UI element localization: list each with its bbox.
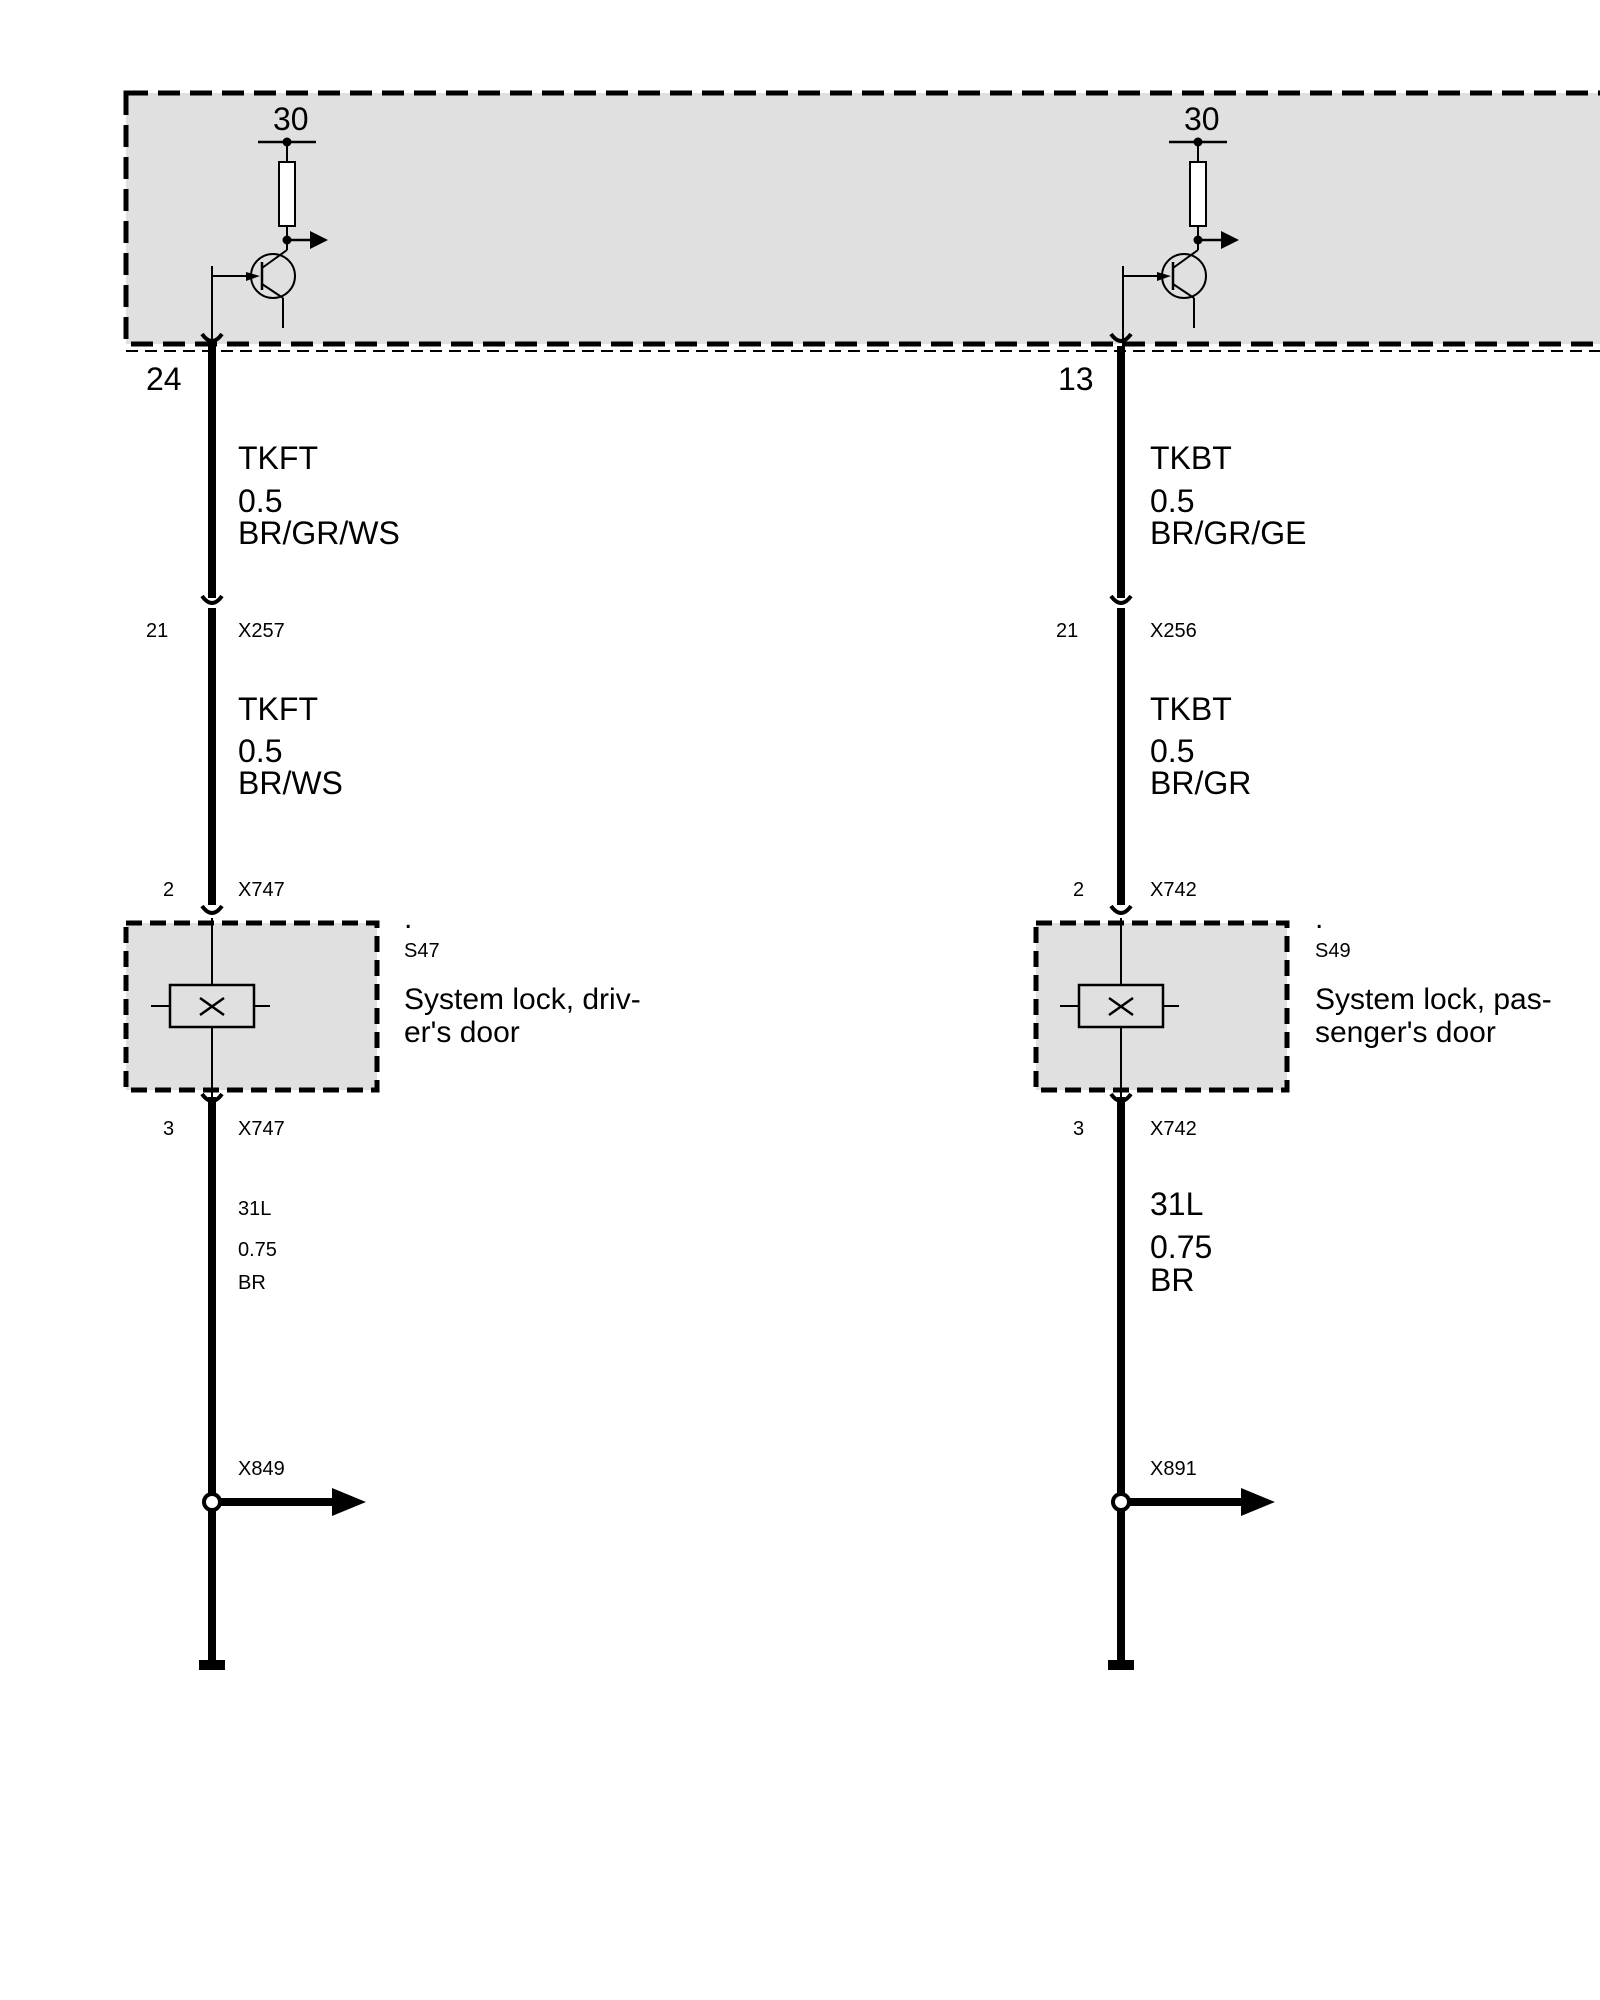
control-module-box: [123, 90, 1600, 347]
left-channel: 30 24 TKFT 0.5 BR/GR/WS 21 X257 TKFT 0.5…: [123, 101, 641, 1670]
wire-color-right-1: BR/GR/GE: [1150, 515, 1306, 551]
component-dot-s47: .: [404, 902, 412, 935]
wire-size-right-3: 0.75: [1150, 1229, 1212, 1265]
wire-size-left-3: 0.75: [238, 1239, 277, 1261]
wire-signal-left-3: 31L: [238, 1198, 271, 1220]
connector-pin-right-2: 2: [1073, 879, 1084, 901]
connector-id-left-2: X747: [238, 879, 285, 901]
ground-symbol-right: [1108, 1660, 1134, 1670]
component-name-s47-line2: er's door: [404, 1016, 520, 1049]
connector-id-right-3: X742: [1150, 1118, 1197, 1140]
connector-pin-right-1: 21: [1056, 620, 1078, 642]
wire-signal-right-3: 31L: [1150, 1186, 1203, 1222]
connector-pin-left-2: 2: [163, 879, 174, 901]
connector-id-left-3: X747: [238, 1118, 285, 1140]
connector-id-left-1: X257: [238, 620, 285, 642]
wire-signal-left-1: TKFT: [238, 440, 318, 476]
ecu-pin-left: 24: [146, 361, 182, 397]
component-name-s49-line2: senger's door: [1315, 1016, 1496, 1049]
connector-pin-left-3: 3: [163, 1118, 174, 1140]
connector-pin-left-1: 21: [146, 620, 168, 642]
wire-size-left-1: 0.5: [238, 483, 282, 519]
connector-id-right-2: X742: [1150, 879, 1197, 901]
wire-signal-right-1: TKBT: [1150, 440, 1232, 476]
ground-symbol-left: [199, 1660, 225, 1670]
ecu-pin-right: 13: [1058, 361, 1094, 397]
component-name-s49-line1: System lock, pas-: [1315, 983, 1552, 1016]
continuation-arrow-right: [1241, 1488, 1275, 1516]
wire-signal-right-2: TKBT: [1150, 691, 1232, 727]
wire-size-left-2: 0.5: [238, 733, 282, 769]
component-id-s49: S49: [1315, 940, 1351, 962]
wire-signal-left-2: TKFT: [238, 691, 318, 727]
wire-color-right-3: BR: [1150, 1262, 1194, 1298]
splice-id-right: X891: [1150, 1458, 1197, 1480]
supply-terminal-left: 30: [273, 101, 309, 137]
connector-id-right-1: X256: [1150, 620, 1197, 642]
supply-terminal-right: 30: [1184, 101, 1220, 137]
wire-color-left-1: BR/GR/WS: [238, 515, 400, 551]
wire-size-right-2: 0.5: [1150, 733, 1194, 769]
splice-node-right: [1111, 1492, 1131, 1512]
component-name-s47-line1: System lock, driv-: [404, 983, 641, 1016]
connector-pin-right-3: 3: [1073, 1118, 1084, 1140]
wire-color-left-2: BR/WS: [238, 765, 343, 801]
wire-size-right-1: 0.5: [1150, 483, 1194, 519]
component-id-s47: S47: [404, 940, 440, 962]
continuation-arrow-left: [332, 1488, 366, 1516]
wire-color-right-2: BR/GR: [1150, 765, 1251, 801]
splice-node-left: [202, 1492, 222, 1512]
right-channel: 30 13 TKBT 0.5 BR/GR/GE 21 X256 TKBT 0.5…: [1033, 101, 1552, 1670]
splice-id-left: X849: [238, 1458, 285, 1480]
component-dot-s49: .: [1315, 902, 1323, 935]
wire-color-left-3: BR: [238, 1272, 266, 1294]
